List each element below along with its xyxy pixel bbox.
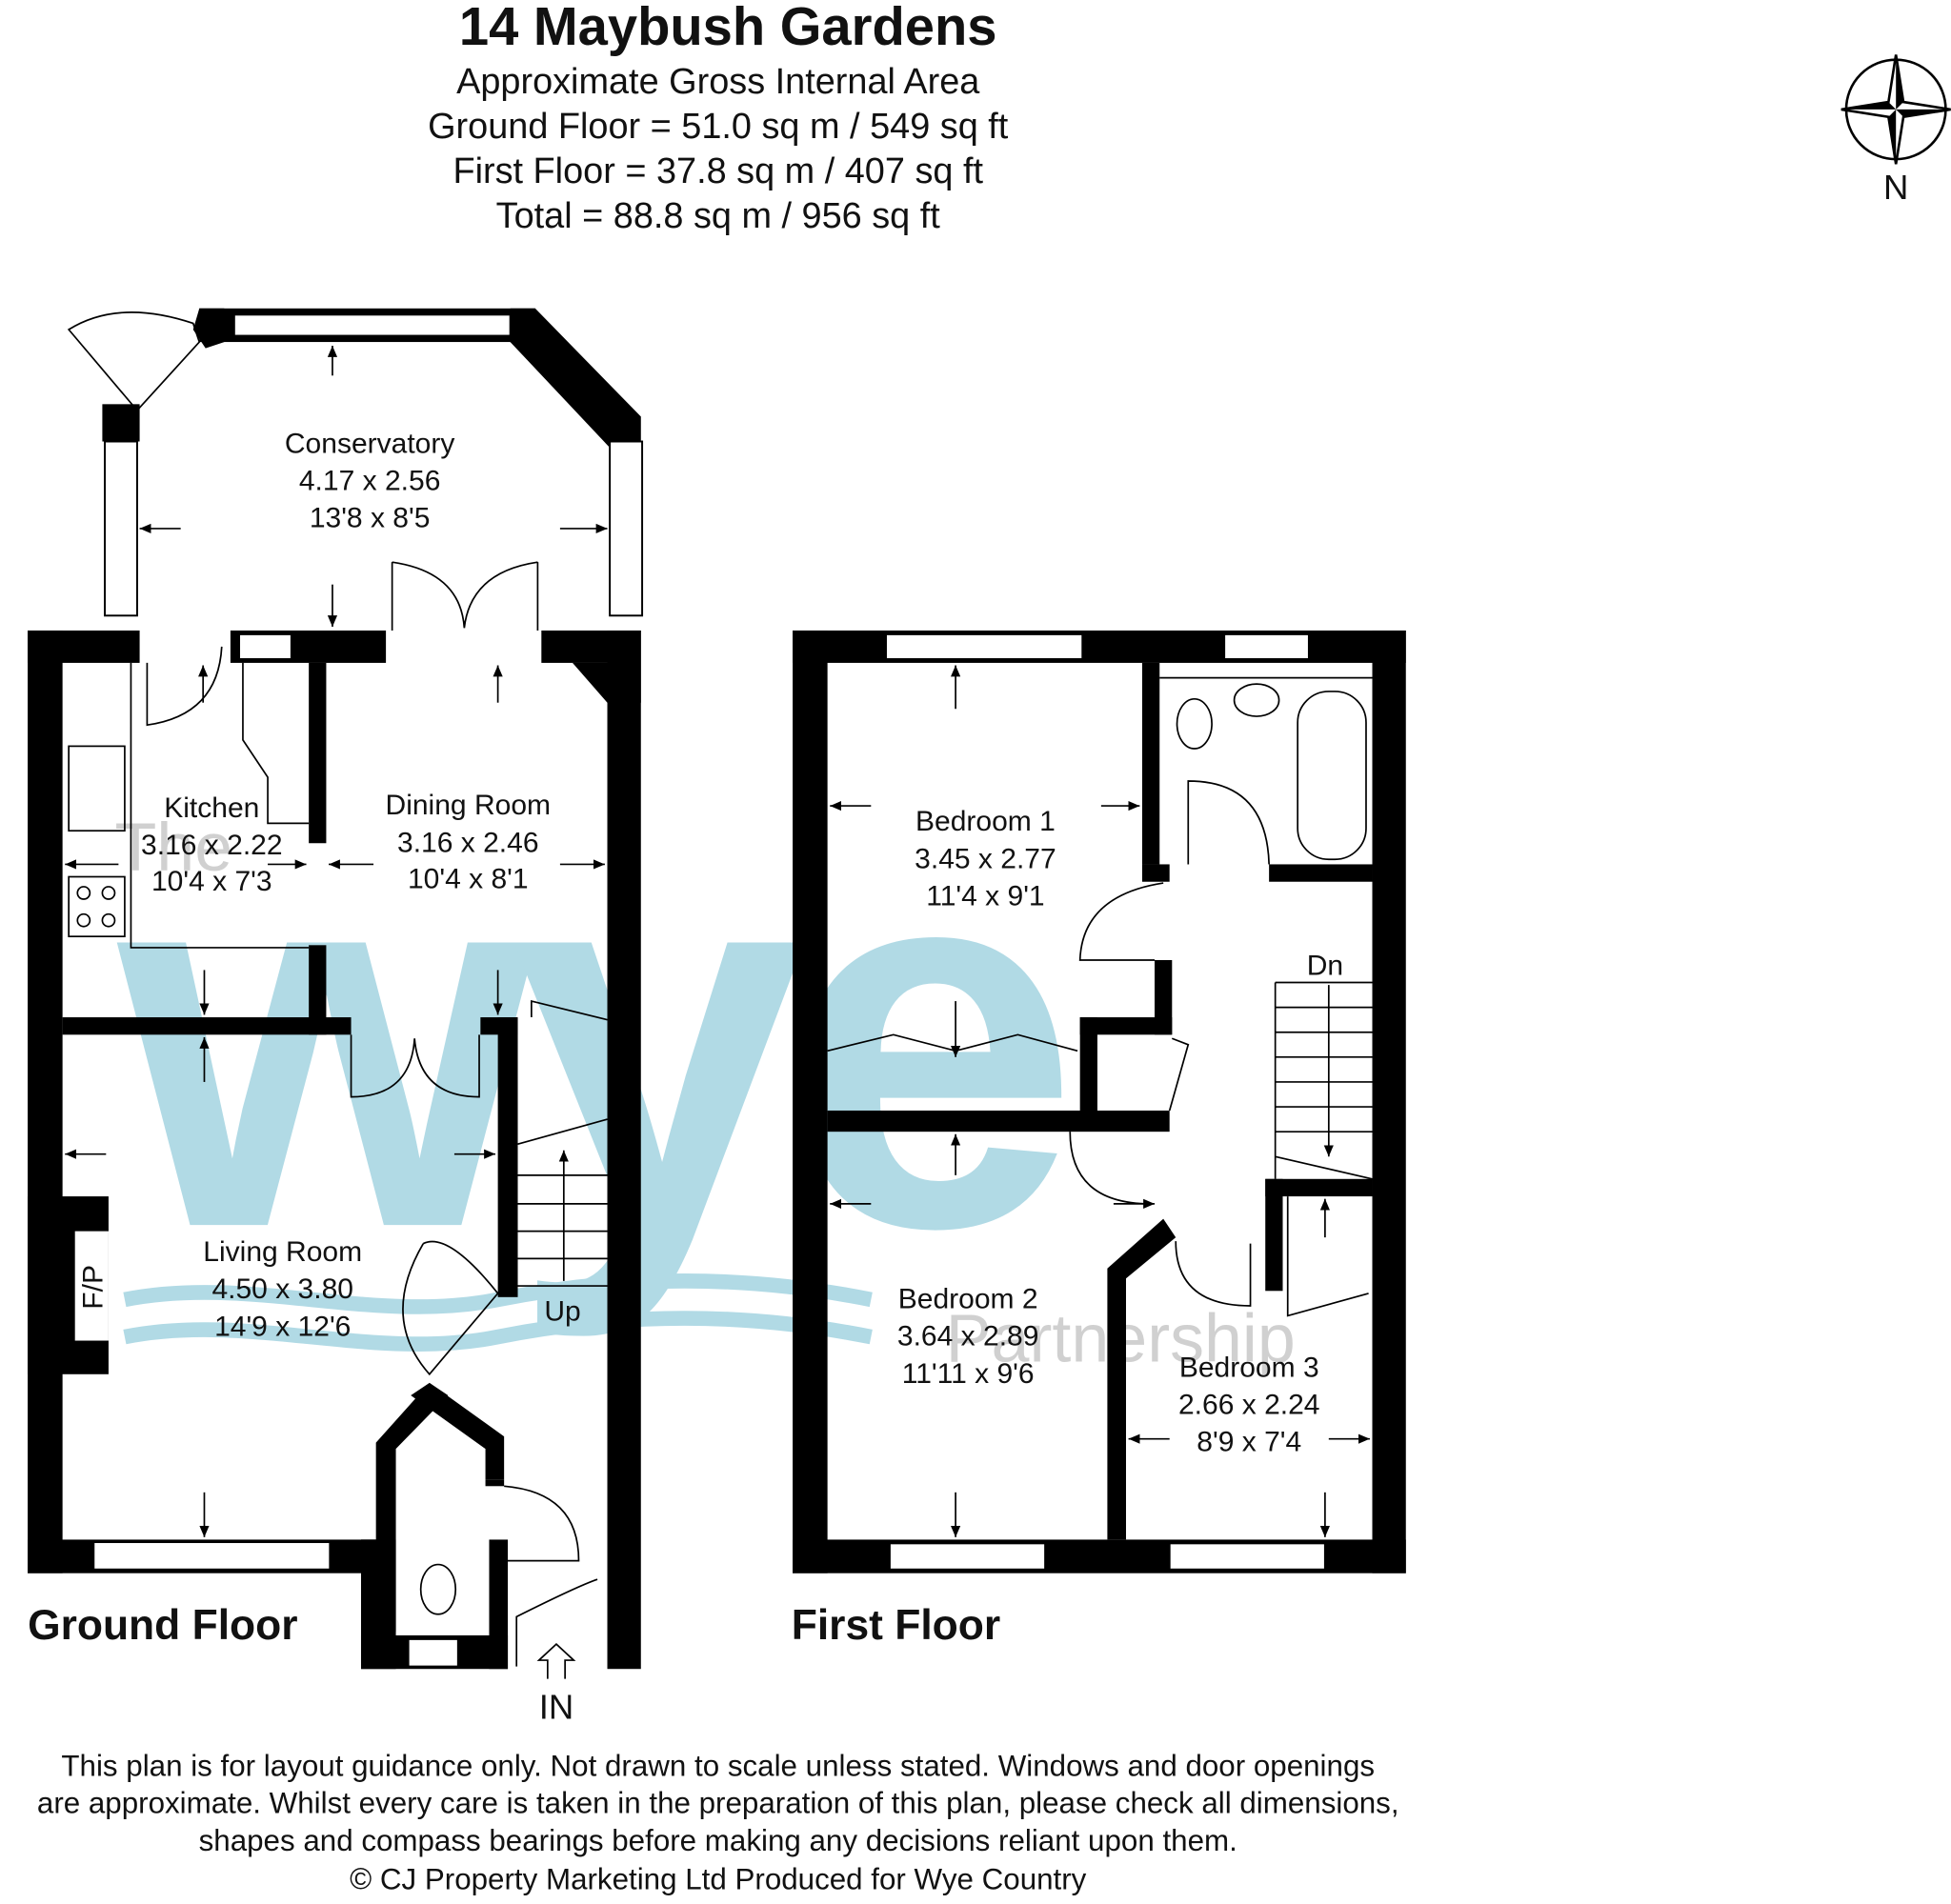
- room-living: Living Room 4.50 x 3.80 14'9 x 12'6: [203, 1236, 362, 1342]
- area-total: Total = 88.8 sq m / 956 sq ft: [496, 196, 941, 236]
- room-bedroom-1: Bedroom 1 3.45 x 2.77 11'4 x 9'1: [915, 806, 1056, 912]
- room-imperial: 14'9 x 12'6: [214, 1311, 351, 1342]
- page-title: 14 Maybush Gardens: [459, 0, 997, 56]
- room-conservatory: Conservatory 4.17 x 2.56 13'8 x 8'5: [285, 428, 455, 533]
- room-imperial: 8'9 x 7'4: [1197, 1427, 1301, 1458]
- watermark-waves: [123, 1273, 873, 1352]
- area-subtitle: Approximate Gross Internal Area: [456, 62, 980, 102]
- room-bedroom-2: Bedroom 2 3.64 x 2.89 11'11 x 9'6: [897, 1284, 1039, 1390]
- toilet-icon: [1176, 697, 1213, 750]
- room-imperial: 10'4 x 8'1: [408, 863, 529, 894]
- entrance-label: IN: [539, 1687, 574, 1726]
- copyright-line: © CJ Property Marketing Ltd Produced for…: [350, 1862, 1087, 1895]
- stairs-first: [1274, 981, 1373, 1180]
- ground-floor-label: Ground Floor: [28, 1602, 297, 1649]
- room-name: Bedroom 1: [915, 806, 1056, 837]
- watermark: wye The Partnership: [111, 741, 1296, 1377]
- first-floor-label: First Floor: [792, 1602, 1000, 1649]
- room-name: Dining Room: [386, 790, 552, 821]
- toilet-icon: [419, 1563, 457, 1615]
- room-dining: Dining Room 3.16 x 2.46 10'4 x 8'1: [386, 790, 552, 894]
- ground-floor-plan: Conservatory 4.17 x 2.56 13'8 x 8'5 Kitc…: [28, 308, 644, 1726]
- compass-label: N: [1883, 168, 1908, 207]
- room-imperial: 11'4 x 9'1: [926, 881, 1044, 912]
- stairs-up-label: Up: [544, 1296, 580, 1328]
- bath-icon: [1297, 691, 1367, 861]
- room-imperial: 10'4 x 7'3: [151, 866, 272, 897]
- basin-icon: [1233, 683, 1280, 717]
- compass-rose-icon: [1840, 54, 1951, 165]
- hob-icon: [68, 875, 126, 938]
- room-name: Conservatory: [285, 428, 455, 459]
- room-kitchen: Kitchen 3.16 x 2.22 10'4 x 7'3: [141, 792, 283, 897]
- room-metric: 4.17 x 2.56: [299, 465, 441, 496]
- area-ground: Ground Floor = 51.0 sq m / 549 sq ft: [428, 107, 1009, 147]
- stairs-down-label: Dn: [1307, 951, 1343, 982]
- entrance-arrow-icon: [536, 1642, 576, 1679]
- room-bedroom-3: Bedroom 3 2.66 x 2.24 8'9 x 7'4: [1178, 1352, 1320, 1457]
- sink-icon: [68, 745, 126, 832]
- disclaimer: This plan is for layout guidance only. N…: [37, 1750, 1399, 1896]
- room-imperial: 11'11 x 9'6: [902, 1358, 1035, 1390]
- room-metric: 3.16 x 2.22: [141, 830, 283, 861]
- first-floor-plan: Bedroom 1 3.45 x 2.77 11'4 x 9'1 Bedroom…: [792, 630, 1406, 1649]
- room-name: Living Room: [203, 1236, 362, 1268]
- watermark-prefix: The: [114, 810, 232, 886]
- area-first: First Floor = 37.8 sq m / 407 sq ft: [453, 151, 983, 191]
- stairs-ground: [517, 1118, 608, 1287]
- room-metric: 3.45 x 2.77: [915, 843, 1056, 874]
- disclaimer-line: This plan is for layout guidance only. N…: [61, 1750, 1375, 1783]
- disclaimer-line: are approximate. Whilst every care is ta…: [37, 1787, 1399, 1820]
- room-metric: 3.64 x 2.89: [897, 1321, 1039, 1353]
- room-metric: 4.50 x 3.80: [211, 1273, 353, 1305]
- disclaimer-line: shapes and compass bearings before makin…: [199, 1824, 1237, 1857]
- room-name: Kitchen: [164, 792, 259, 824]
- room-metric: 3.16 x 2.46: [397, 827, 539, 858]
- room-name: Bedroom 2: [898, 1284, 1038, 1315]
- room-name: Bedroom 3: [1179, 1352, 1319, 1383]
- fireplace-label: F/P: [77, 1265, 109, 1310]
- watermark-wye: wye: [111, 741, 1067, 1342]
- room-metric: 2.66 x 2.24: [1178, 1390, 1320, 1421]
- room-imperial: 13'8 x 8'5: [310, 503, 431, 534]
